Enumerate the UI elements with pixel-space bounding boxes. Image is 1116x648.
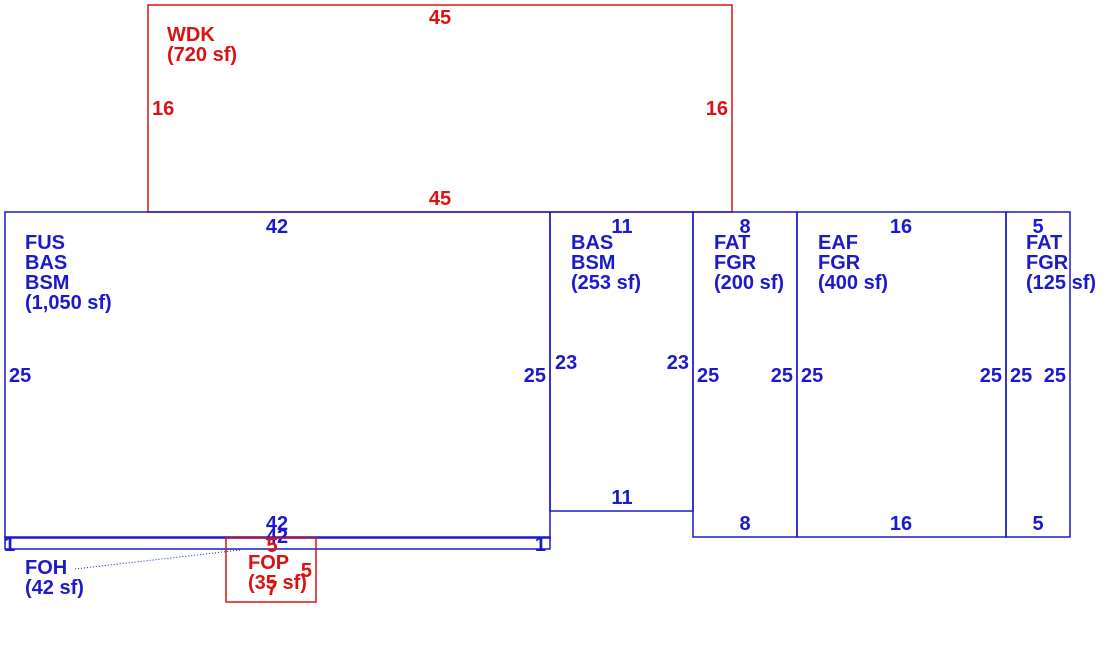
fat1-code-1: FAT [714, 232, 750, 254]
foh-code: FOH [25, 557, 67, 579]
wdk-dim-bottom: 45 [429, 188, 451, 210]
main-outline [4, 211, 551, 539]
area-fat1: 8 8 25 25 FAT FGR (200 sf) [692, 211, 798, 538]
area-foh: 42 1 1 FOH (42 sf) [4, 526, 551, 599]
fop-outline [225, 537, 317, 603]
fat2-area: (125 sf) [1026, 272, 1096, 294]
bas2-code-1: BAS [571, 232, 613, 254]
area-bas2: 11 11 23 23 BAS BSM (253 sf) [549, 211, 694, 512]
fat2-outline [1005, 211, 1071, 538]
fat1-dim-bottom: 8 [739, 513, 750, 535]
wdk-dim-left: 16 [152, 98, 174, 120]
wdk-dim-top: 45 [429, 7, 451, 29]
area-fop: 5 5 7 FOP (35 sf) [225, 535, 317, 603]
bas2-area: (253 sf) [571, 272, 641, 294]
eaf-dim-right: 25 [980, 365, 1002, 387]
fat2-code-1: FAT [1026, 232, 1062, 254]
wdk-dim-right: 16 [706, 98, 728, 120]
main-code-1: FUS [25, 232, 65, 254]
foh-area: (42 sf) [25, 577, 84, 599]
eaf-dim-top: 16 [890, 216, 912, 238]
area-main: 42 42 25 25 FUS BAS BSM (1,050 sf) [4, 211, 551, 539]
fop-dim-bottom: 7 [266, 578, 277, 600]
fat2-dim-right: 25 [1044, 365, 1066, 387]
fat1-dim-right: 25 [771, 365, 793, 387]
foh-outline [4, 536, 551, 550]
fop-area: (35 sf) [248, 572, 307, 594]
fat1-dim-left: 25 [697, 365, 719, 387]
fop-dim-top: 5 [266, 535, 277, 557]
main-dim-right: 25 [524, 365, 546, 387]
fat1-area: (200 sf) [714, 272, 784, 294]
wdk-area: (720 sf) [167, 44, 237, 66]
main-code-2: BAS [25, 252, 67, 274]
eaf-dim-bottom: 16 [890, 513, 912, 535]
eaf-dim-left: 25 [801, 365, 823, 387]
area-eaf: 16 16 25 25 EAF FGR (400 sf) [796, 211, 1007, 538]
bas2-code-2: BSM [571, 252, 615, 274]
area-fat2: 5 5 25 25 FAT FGR (125 sf) [1005, 211, 1096, 538]
area-wdk: 45 45 16 16 WDK (720 sf) [147, 4, 733, 213]
fat1-dim-top: 8 [739, 216, 750, 238]
foh-dim-top: 42 [266, 526, 288, 548]
bas2-dim-left: 23 [555, 352, 577, 374]
eaf-code-2: FGR [818, 252, 861, 274]
fop-code: FOP [248, 552, 289, 574]
eaf-code-1: EAF [818, 232, 858, 254]
fat2-dim-left: 25 [1010, 365, 1032, 387]
bas2-dim-right: 23 [667, 352, 689, 374]
eaf-area: (400 sf) [818, 272, 888, 294]
wdk-code: WDK [167, 24, 215, 46]
fat2-dim-bottom: 5 [1032, 513, 1043, 535]
foh-dim-right: 1 [535, 534, 546, 556]
fat2-code-2: FGR [1026, 252, 1069, 274]
fat1-code-2: FGR [714, 252, 757, 274]
main-dim-left: 25 [9, 365, 31, 387]
main-area: (1,050 sf) [25, 292, 112, 314]
foh-dim-left: 1 [4, 534, 15, 556]
bas2-dim-bottom: 11 [611, 487, 632, 509]
wdk-outline [147, 4, 733, 213]
main-dim-bottom: 42 [266, 513, 288, 535]
fat2-dim-top: 5 [1032, 216, 1043, 238]
fop-dim-right: 5 [301, 560, 312, 582]
foh-leader-line [74, 549, 241, 570]
main-code-3: BSM [25, 272, 69, 294]
bas2-dim-top: 11 [611, 216, 632, 238]
main-dim-top: 42 [266, 216, 288, 238]
